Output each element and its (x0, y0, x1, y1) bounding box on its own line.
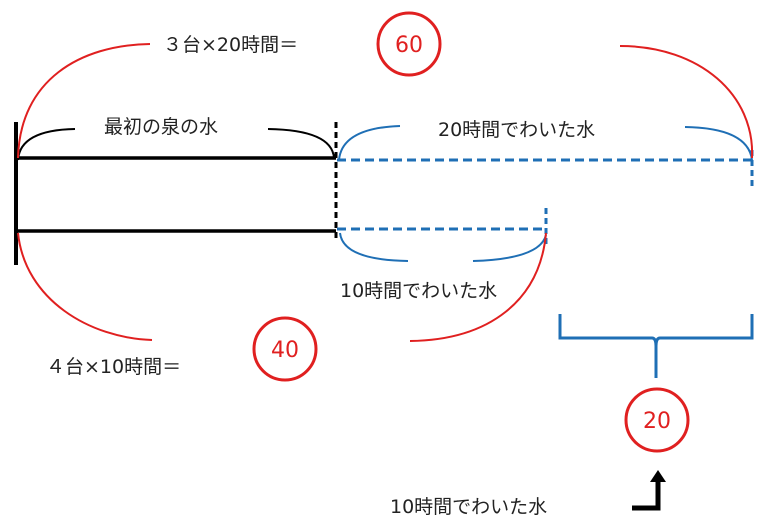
top-answer: 60 (395, 33, 423, 58)
twenty-hours-brace-right (684, 126, 753, 161)
initial-water-brace-left (17, 128, 76, 161)
top-answer-circle (376, 11, 442, 77)
top-equation-arc-right (619, 45, 754, 159)
difference-answer: 20 (643, 409, 671, 434)
ten-hours-label: 10時間でわいた水 (340, 280, 497, 302)
top-equation-label: ３台×20時間＝ (163, 34, 298, 56)
initial-water-brace-right (267, 128, 335, 159)
pointer-arrow-head (650, 470, 666, 482)
initial-water-label: 最初の泉の水 (104, 116, 218, 138)
difference-brace-right (654, 314, 754, 347)
top-equation-arc-left (17, 43, 151, 159)
difference-caption: 10時間でわいた水 (390, 496, 547, 518)
bottom-equation-label: ４台×10時間＝ (46, 356, 181, 378)
difference-brace-left (558, 314, 658, 378)
bottom-equation-arc-left (17, 232, 153, 341)
twenty-hours-brace-left (338, 125, 401, 161)
bottom-answer-circle (252, 316, 318, 382)
bottom-answer: 40 (271, 338, 299, 363)
ten-hours-brace-right (472, 234, 547, 262)
difference-answer-circle (624, 387, 690, 453)
ten-hours-brace-left (339, 232, 409, 262)
twenty-hours-label: 20時間でわいた水 (438, 119, 595, 141)
bottom-equation-arc-right (409, 232, 547, 342)
pointer-arrow-line (632, 480, 661, 511)
